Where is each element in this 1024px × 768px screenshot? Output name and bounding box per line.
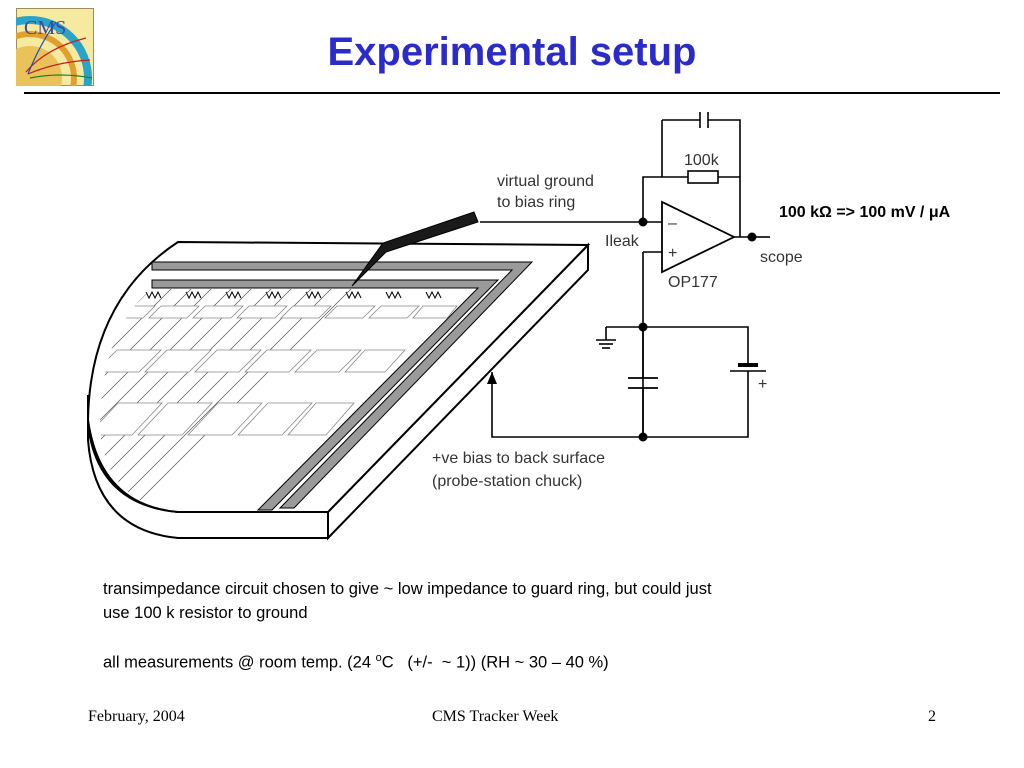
ground-symbol xyxy=(596,327,616,349)
feedback-resistor xyxy=(687,170,719,184)
label-to-bias-ring: to bias ring xyxy=(497,194,575,211)
footer-event: CMS Tracker Week xyxy=(432,708,559,725)
degree-superscript: o xyxy=(375,652,382,664)
label-ileak: Ileak xyxy=(605,233,640,250)
junction-dots xyxy=(638,217,757,442)
gain-note: 100 kΩ => 100 mV / μA xyxy=(779,204,951,221)
footer-date: February, 2004 xyxy=(88,708,185,725)
circuit-wires xyxy=(480,112,752,438)
label-battery-plus: + xyxy=(758,376,767,393)
cms-logo: CMS xyxy=(16,8,94,86)
probe-needle xyxy=(351,211,479,287)
footer-page-number: 2 xyxy=(928,708,936,725)
label-probe-chuck: (probe-station chuck) xyxy=(432,473,582,490)
slide-title: Experimental setup xyxy=(327,30,697,74)
filter-capacitor xyxy=(628,377,658,389)
label-scope: scope xyxy=(760,249,803,266)
note-line-1: transimpedance circuit chosen to give ~ … xyxy=(103,580,712,598)
guard-ring xyxy=(151,279,500,511)
label-resistor: 100k xyxy=(684,152,720,169)
note-line-3-pre: all measurements @ room temp. (24 xyxy=(103,653,376,672)
label-virtual-ground: virtual ground xyxy=(497,173,594,190)
opamp-triangle xyxy=(661,200,737,274)
note-line-2: use 100 k resistor to ground xyxy=(103,604,308,622)
sensor-pads xyxy=(100,289,478,500)
label-opamp: OP177 xyxy=(668,274,718,291)
label-opamp-plus: + xyxy=(668,245,677,262)
setup-diagram: virtual ground to bias ring 100k Ileak –… xyxy=(86,112,803,541)
note-line-3-post: C (+/- ~ 1)) (RH ~ 30 – 40 %) xyxy=(381,653,609,672)
bias-battery xyxy=(730,363,766,372)
label-bias-back: +ve bias to back surface xyxy=(432,450,605,467)
title-divider xyxy=(24,92,1000,94)
logo-text: CMS xyxy=(24,17,66,39)
bias-ring xyxy=(151,261,534,509)
bias-arrow xyxy=(487,372,497,384)
label-opamp-minus: – xyxy=(668,215,677,232)
note-line-3: all measurements @ room temp. (24 oC (+/… xyxy=(103,652,609,673)
bias-resistors xyxy=(145,290,442,300)
